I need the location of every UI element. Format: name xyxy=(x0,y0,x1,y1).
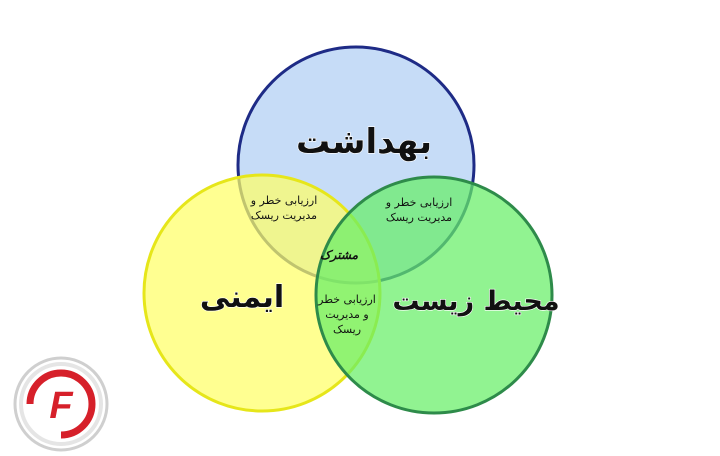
safety-environment-line3: ریسک xyxy=(333,323,361,336)
safety-environment-line1: ارزیابی خطر xyxy=(317,293,376,306)
health-label: بهداشت xyxy=(296,122,432,162)
logo-ring-inner-icon xyxy=(60,403,94,437)
logo-ring-icon xyxy=(26,369,96,439)
safety-label: ایمنی xyxy=(200,280,284,315)
environment-label: محیط زیست xyxy=(392,286,559,317)
health-safety-line1: ارزیابی خطر و xyxy=(250,194,318,207)
health-environment-line2: مدیریت ریسک xyxy=(386,211,452,224)
health-environment-line1: ارزیابی خطر و xyxy=(385,196,453,209)
center-label: مشترک xyxy=(320,248,359,263)
safety-environment-line2: و مدیریت xyxy=(325,308,368,321)
logo-letter: F xyxy=(49,385,74,427)
health-safety-line2: مدیریت ریسک xyxy=(251,209,317,222)
brand-logo: F xyxy=(13,356,109,452)
environment-circle xyxy=(314,175,554,415)
